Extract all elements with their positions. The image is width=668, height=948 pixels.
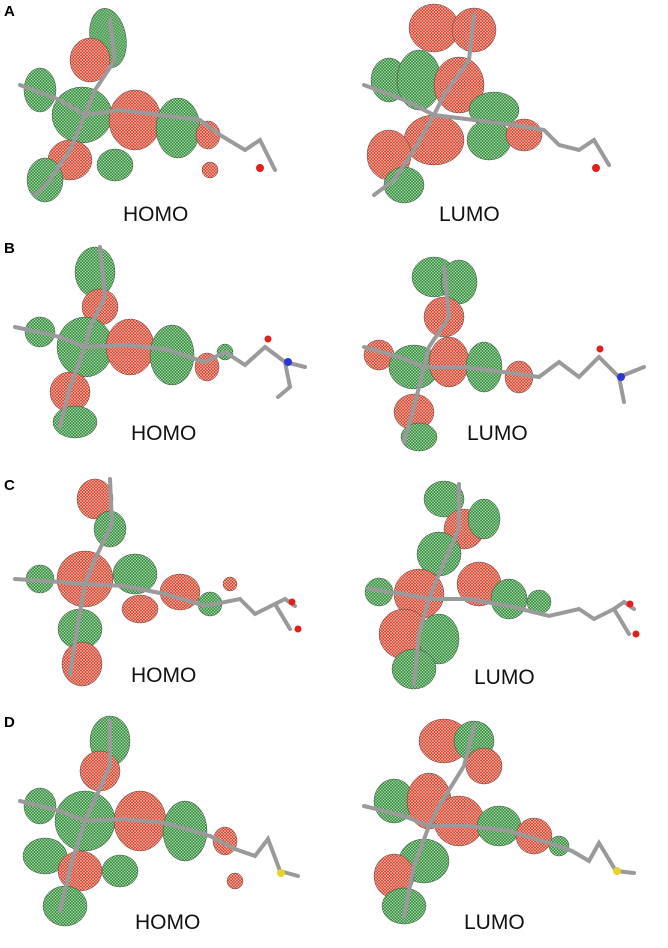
panel-d: D (0, 711, 668, 948)
homo-label: HOMO (135, 911, 201, 934)
orbital-lobes (363, 256, 534, 452)
molecule-skeleton (367, 482, 636, 686)
lumo-orbital-image (334, 237, 668, 474)
panel-letter: B (4, 240, 15, 257)
orbital-lobes (366, 3, 543, 204)
panel-a: A (0, 0, 668, 237)
homo-orbital-image (0, 711, 334, 948)
panel-letter: D (4, 714, 15, 731)
homo-orbital-image (0, 474, 334, 711)
lumo-label: LUMO (474, 666, 535, 689)
homo-orbital-image (0, 237, 334, 474)
homo-label: HOMO (131, 422, 197, 445)
molecule-skeleton (18, 719, 300, 913)
lumo-orbital-image (334, 0, 668, 237)
homo-label: HOMO (123, 203, 189, 226)
panel-c: C (0, 474, 668, 711)
molecule-skeleton (362, 13, 611, 197)
panel-b: B (0, 237, 668, 474)
lumo-label: LUMO (467, 422, 528, 445)
molecule-skeleton (362, 265, 646, 444)
lumo-label: LUMO (439, 203, 500, 226)
molecule-skeleton (18, 18, 277, 197)
molecule-skeleton (13, 245, 307, 429)
lumo-label: LUMO (464, 911, 525, 934)
orbital-lobes (373, 718, 570, 925)
molecule-skeleton (362, 724, 636, 918)
orbital-lobes (24, 246, 234, 439)
lumo-orbital-image (334, 474, 668, 711)
orbital-lobes (23, 8, 221, 203)
lumo-orbital-image (334, 711, 668, 948)
homo-label: HOMO (131, 664, 197, 687)
panel-letter: C (4, 477, 15, 494)
homo-orbital-image (0, 0, 334, 237)
panel-letter: A (4, 3, 15, 20)
